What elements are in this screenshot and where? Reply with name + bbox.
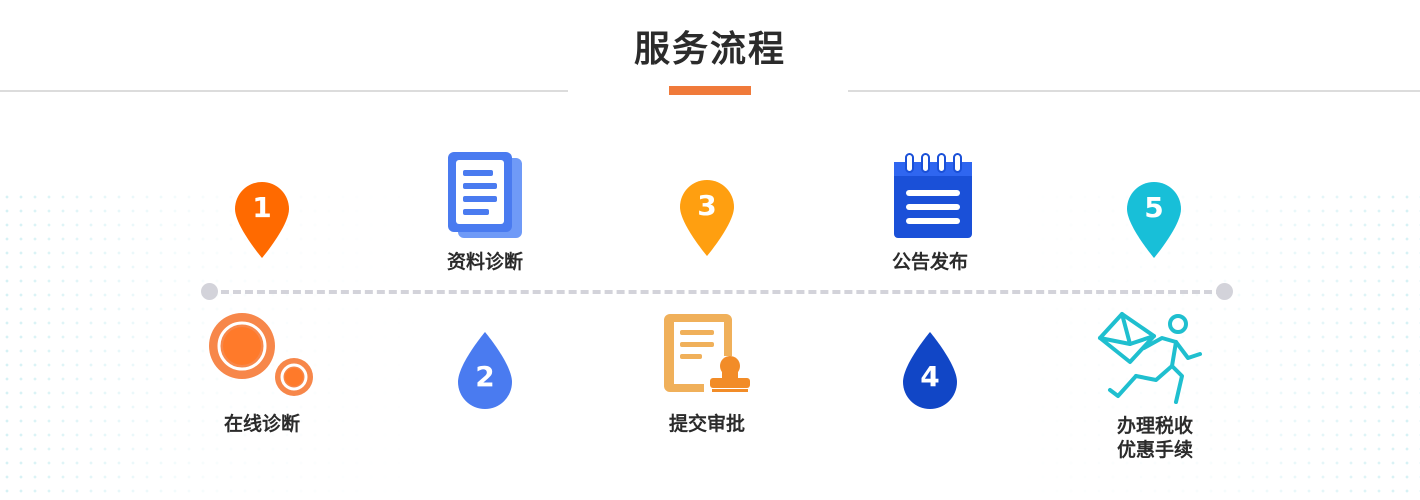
step-4-marker: 4: [901, 330, 959, 410]
step-3-label: 提交审批: [668, 413, 745, 435]
drop-icon: [903, 332, 957, 409]
notepad-icon: [892, 152, 974, 240]
map-pin-icon: [235, 182, 289, 258]
timeline-end-dot: [1216, 283, 1233, 300]
step-3-number: 3: [697, 189, 717, 222]
page-title: 服务流程: [633, 29, 786, 70]
title-underline: [669, 86, 751, 95]
step-1-label: 在线诊断: [223, 413, 300, 435]
step-1-marker: 1: [233, 182, 291, 260]
approval-stamp-icon: [664, 312, 754, 394]
step-4-label: 公告发布: [891, 251, 968, 273]
step-5-label-line-1: 办理税收: [1116, 415, 1193, 437]
step-4-number: 4: [920, 360, 940, 393]
step-5-marker: 5: [1125, 182, 1183, 260]
running-mail-icon: [1096, 308, 1208, 412]
header-divider-left: [0, 90, 568, 92]
drop-icon: [458, 332, 512, 409]
step-2-label: 资料诊断: [446, 251, 523, 273]
step-1-number: 1: [252, 191, 272, 224]
header-divider-right: [848, 90, 1420, 92]
map-pin-icon: [680, 180, 734, 256]
step-2-number: 2: [475, 360, 495, 393]
step-3-marker: 3: [678, 180, 736, 258]
map-pin-icon: [1127, 182, 1181, 258]
step-5-label-line-2: 优惠手续: [1116, 439, 1193, 461]
timeline-start-dot: [201, 283, 218, 300]
rings-icon: [208, 312, 318, 402]
step-2-marker: 2: [456, 330, 514, 410]
step-5-label: 办理税收 优惠手续: [1075, 414, 1235, 462]
timeline: [209, 290, 1224, 294]
step-5-number: 5: [1144, 191, 1164, 224]
document-icon: [446, 150, 526, 240]
